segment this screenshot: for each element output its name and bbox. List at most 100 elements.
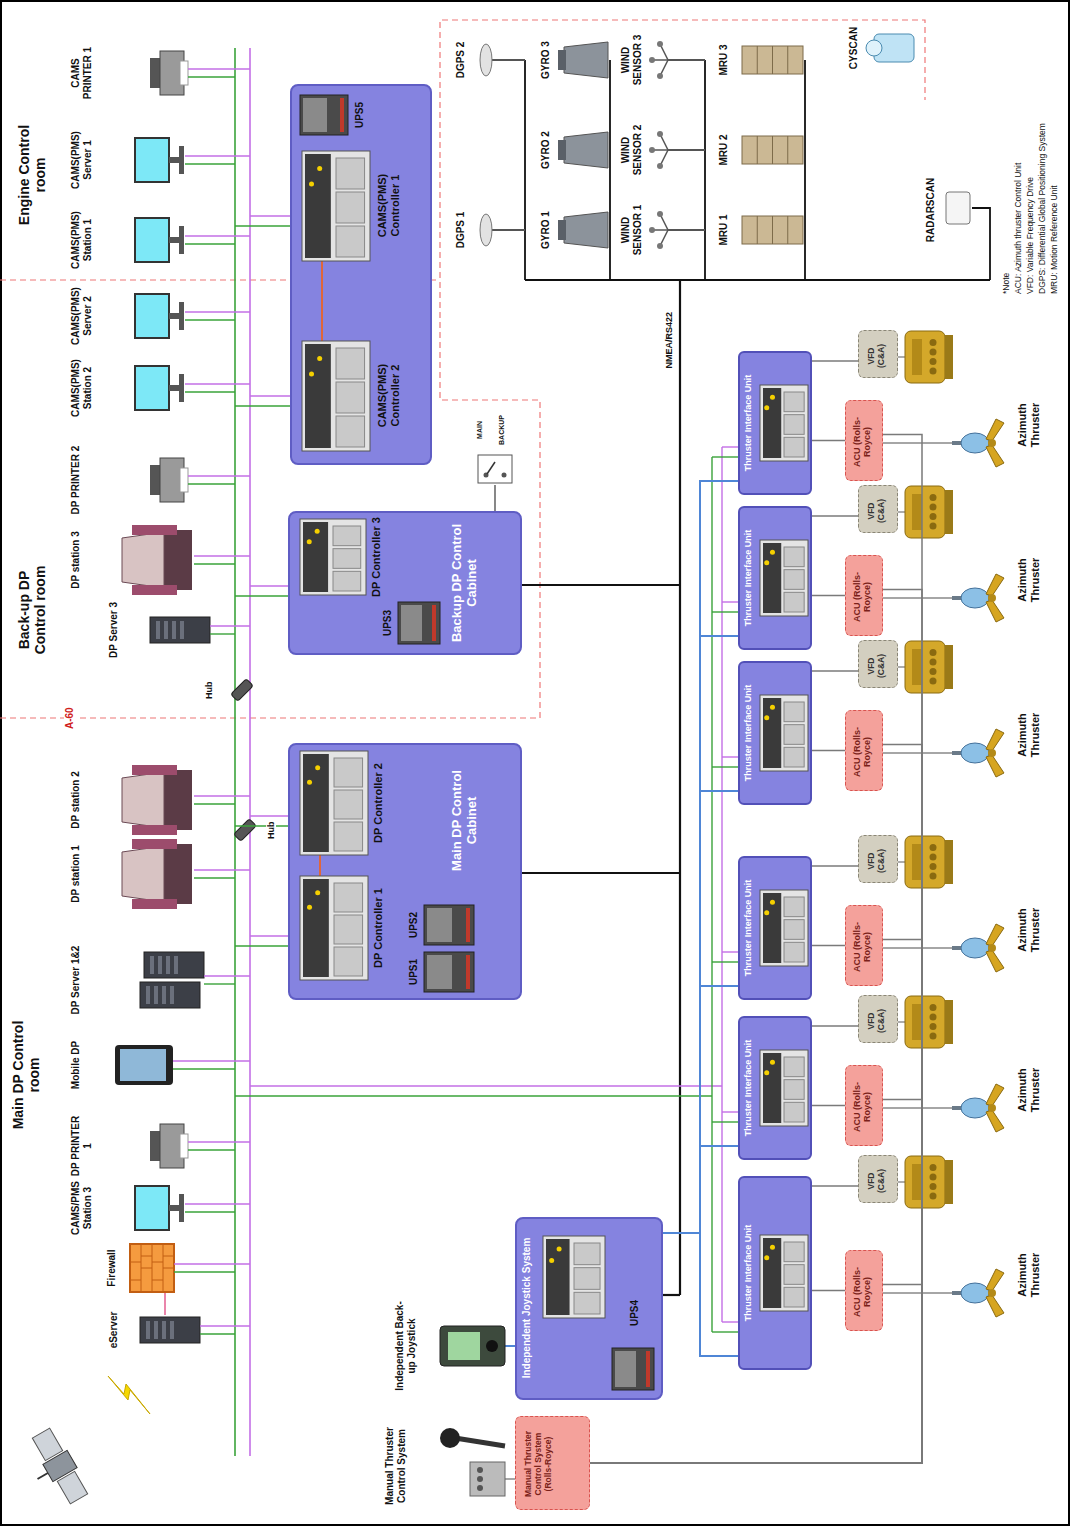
- tablet-body: [115, 1045, 173, 1085]
- node-text: VFD (C&A): [867, 1161, 887, 1201]
- monitor-icon: [135, 138, 184, 182]
- propeller-hub: [988, 749, 996, 757]
- text-label: DP PRINTER 1: [70, 1113, 93, 1179]
- status-led: [307, 905, 312, 910]
- rack-slot: [333, 571, 361, 591]
- text-label: DP Server 3: [108, 599, 120, 661]
- rack-body: [760, 385, 808, 461]
- monitor-base: [179, 146, 184, 174]
- gyro-top: [558, 220, 566, 240]
- cyscan-dome: [866, 40, 882, 56]
- engine-cylinder: [930, 1033, 937, 1040]
- hub-icon: [231, 679, 254, 702]
- status-led: [549, 1258, 554, 1263]
- engine-head: [912, 1004, 922, 1040]
- mru-body: [742, 136, 803, 164]
- node-text: CAMS(PMS) Controller 2: [376, 338, 401, 453]
- acu-box: ACU (Rolls-Royce): [845, 1065, 883, 1146]
- connector: [812, 1025, 858, 1027]
- connector: [590, 435, 922, 1464]
- printer-icon: [150, 51, 188, 95]
- engine-cylinder: [930, 659, 937, 666]
- engine-cylinder: [930, 649, 937, 656]
- status-led: [315, 765, 320, 770]
- network-cable: [210, 625, 250, 626]
- status-led: [764, 1070, 769, 1075]
- server-icon: [140, 952, 204, 1008]
- text-label: Engine Control room: [16, 120, 48, 230]
- status-led: [557, 1247, 562, 1252]
- node-text: Thruster Interface Unit: [743, 1181, 753, 1365]
- server-bay: [174, 956, 178, 974]
- ups-face: [303, 98, 327, 132]
- node-text: CAMS(PMS) Controller 1: [376, 148, 401, 263]
- printer-paper: [180, 468, 188, 492]
- node-text: ACU (Rolls-Royce): [852, 1071, 873, 1143]
- connector: [812, 595, 845, 597]
- server-icon: [150, 617, 210, 643]
- propeller-pod: [961, 1283, 989, 1303]
- thruster-interface-unit: Thruster Interface Unit: [738, 1176, 812, 1370]
- nmea-bus: [522, 584, 680, 586]
- sensor-icon: [480, 44, 525, 76]
- text-label: WIND SENSOR 3: [620, 25, 643, 95]
- connector: [812, 670, 858, 672]
- engine-cylinder: [930, 854, 937, 861]
- status-led: [764, 405, 769, 410]
- network-bus: [249, 48, 251, 1456]
- propeller-blade: [986, 1295, 1004, 1317]
- ups-face: [401, 605, 422, 641]
- rack-slot: [333, 549, 361, 569]
- network-cable: [712, 1331, 738, 1332]
- engine-foot: [945, 840, 953, 884]
- network-cable: [188, 76, 235, 77]
- rack-panel: [305, 154, 331, 258]
- text-label: GYRO 1: [540, 195, 552, 265]
- network-cable: [194, 555, 250, 556]
- rack-slot: [784, 725, 804, 745]
- joystick-knob: [486, 1340, 498, 1352]
- rack-panel: [303, 522, 328, 592]
- engine-cylinder: [930, 523, 937, 530]
- network-cable: [722, 1321, 738, 1322]
- engine-cylinder: [930, 678, 937, 685]
- engine-block: [905, 331, 945, 383]
- network-cable: [235, 945, 288, 946]
- network-cable: [722, 601, 738, 602]
- joystick-cabinet: Independent Joystick SystemUPS4: [515, 1217, 663, 1400]
- rack-panel: [763, 388, 781, 458]
- sensor-icon: [742, 216, 803, 244]
- node-text: UPS1: [408, 949, 420, 995]
- node-text: DP Controller 1: [372, 873, 385, 983]
- status-led: [770, 900, 775, 905]
- ups-stripe: [466, 955, 470, 989]
- network-cable: [722, 446, 738, 447]
- node-text: VFD (C&A): [867, 491, 887, 531]
- node-text: ACU (Rolls-Royce): [852, 406, 873, 478]
- rack-slot: [334, 758, 363, 787]
- monitor-base: [179, 226, 184, 254]
- mru-band: [787, 46, 788, 74]
- drive-cable: [898, 1021, 905, 1022]
- text-label: Firewall: [106, 1238, 118, 1298]
- engine-cylinder: [930, 358, 937, 365]
- chair-console: [132, 825, 177, 835]
- text-label: CAMS(PMS) Server 2: [70, 281, 93, 351]
- sensor-trunk: [525, 279, 990, 281]
- ups-stripe: [646, 1351, 650, 1387]
- network-cable: [185, 383, 250, 384]
- lever-button: [477, 1485, 483, 1491]
- text-label: DP station 2: [70, 765, 82, 835]
- server-tower: [140, 1317, 200, 1343]
- engine-head: [912, 494, 922, 530]
- network-cable: [200, 1333, 235, 1334]
- rack-slot: [574, 1268, 600, 1290]
- connector: [590, 745, 922, 1464]
- network-cable: [721, 447, 722, 1322]
- engine-cylinder: [930, 1183, 937, 1190]
- rack-slot: [784, 897, 804, 917]
- network-cable: [194, 869, 250, 870]
- text-label: GYRO 2: [540, 115, 552, 185]
- propeller-blade: [986, 419, 1004, 441]
- text-label: Azimuth Thruster: [1016, 698, 1041, 772]
